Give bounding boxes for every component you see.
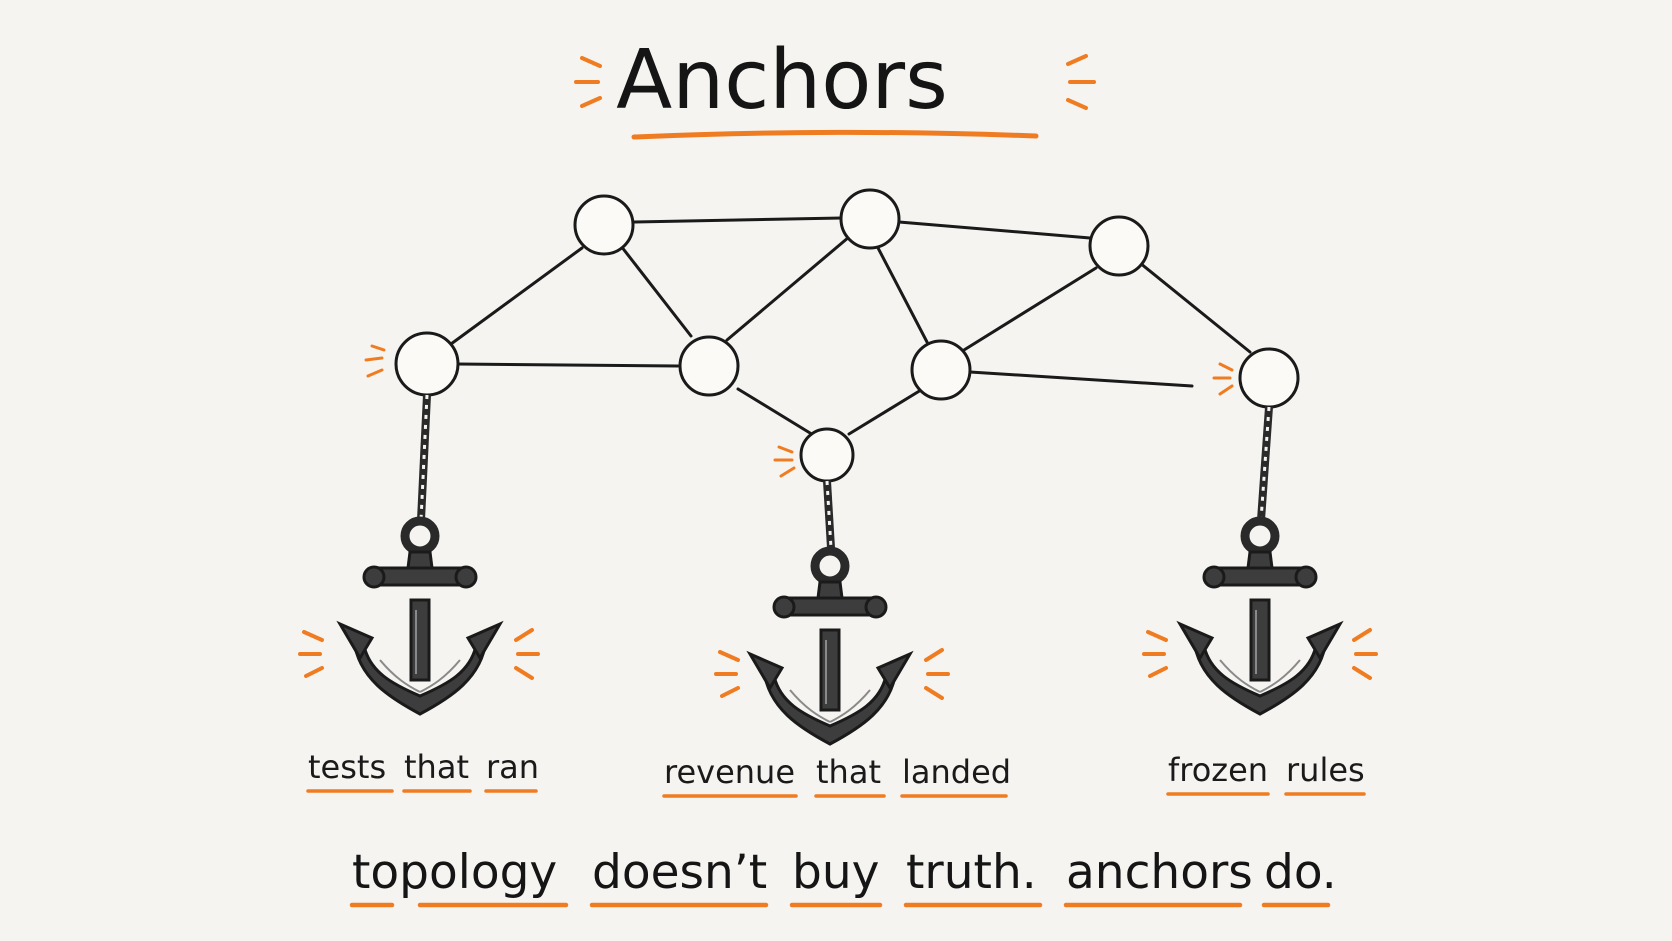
label-word: revenue xyxy=(664,753,795,791)
anchor-icon xyxy=(1180,521,1340,714)
anchor-label-revenue-that-landed: revenue that landed xyxy=(662,753,1011,798)
edge xyxy=(968,370,1194,388)
anchor-spark-dashes xyxy=(298,628,1378,700)
caption-word: topology xyxy=(352,845,557,900)
caption-word: do. xyxy=(1264,845,1337,900)
edge xyxy=(619,244,693,338)
circle-node-icon xyxy=(394,331,460,397)
circle-node-icon xyxy=(799,427,855,483)
circle-node-icon xyxy=(678,335,740,397)
rope-icon xyxy=(1257,406,1273,521)
label-word: tests xyxy=(308,748,386,786)
edge xyxy=(875,244,929,344)
title-spark-dashes-left xyxy=(574,56,602,108)
anchor-icon xyxy=(340,521,500,714)
edge xyxy=(847,388,923,436)
edge xyxy=(736,387,812,435)
edge xyxy=(897,220,1092,240)
circle-node-icon xyxy=(1088,215,1150,277)
label-word: that xyxy=(404,748,469,786)
label-word: rules xyxy=(1286,751,1365,789)
network-edges xyxy=(449,216,1252,436)
circle-node-icon xyxy=(910,339,972,401)
circle-node-icon xyxy=(1238,347,1300,409)
caption-word: truth. xyxy=(906,845,1037,900)
circle-node-icon xyxy=(839,188,901,250)
label-word: frozen xyxy=(1168,751,1268,789)
edge xyxy=(725,235,851,342)
caption: topology doesn’t buy truth. anchors do. xyxy=(349,845,1337,908)
title-underline xyxy=(631,129,1039,140)
caption-word: anchors xyxy=(1066,845,1253,900)
label-word: ran xyxy=(486,748,539,786)
label-word: that xyxy=(816,753,881,791)
anchor-label-tests-that-ran: tests that ran xyxy=(306,748,539,793)
caption-word: buy xyxy=(792,845,879,900)
network-nodes xyxy=(394,188,1300,483)
anchor-label-frozen-rules: frozen rules xyxy=(1166,751,1366,796)
node-spark-dashes xyxy=(364,344,1234,478)
anchor-icon xyxy=(750,551,910,744)
title-spark-dashes-right xyxy=(1066,54,1096,110)
edge xyxy=(631,216,844,224)
anchor-ropes xyxy=(417,394,1273,549)
circle-node-icon xyxy=(573,194,635,256)
edge xyxy=(962,266,1098,352)
edge xyxy=(449,246,584,346)
page-title: Anchors xyxy=(616,33,948,128)
caption-word: doesn’t xyxy=(592,845,767,900)
label-word: landed xyxy=(902,753,1011,791)
edge xyxy=(1138,261,1252,354)
edge xyxy=(455,362,680,368)
